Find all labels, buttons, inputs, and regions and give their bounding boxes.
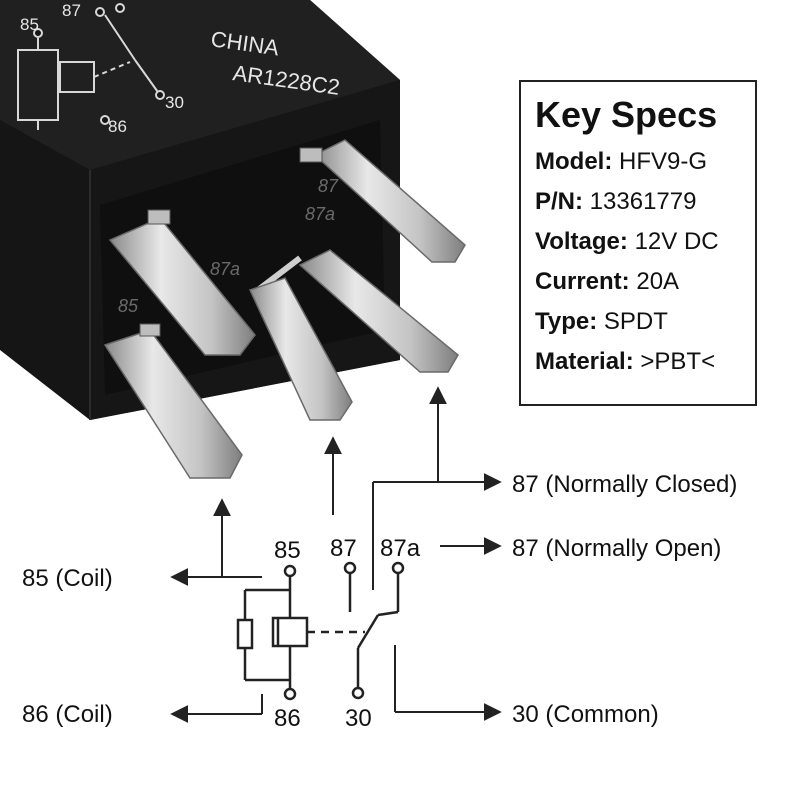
callout-normally-closed: 87 (Normally Closed) (512, 471, 737, 498)
callout-normally-open: 87 (Normally Open) (512, 535, 721, 562)
schematic-pin-87a: 87a (380, 535, 421, 562)
spec-label: P/N: (535, 188, 583, 215)
terminal-label-87: 87 (318, 176, 339, 196)
spec-label: Current: (535, 268, 630, 295)
schematic-pin-86: 86 (274, 705, 301, 732)
spec-label: Type: (535, 308, 598, 335)
callout-85-coil: 85 (Coil) (22, 565, 113, 592)
schematic-pin-85: 85 (274, 537, 301, 564)
terminal-85-coil (108, 209, 256, 356)
terminal-86-coil (103, 323, 243, 479)
housing-pin-87: 87 (62, 1, 81, 20)
spec-row-current: Current: 20A (535, 262, 755, 302)
spec-row-type: Type: SPDT (535, 302, 755, 342)
spec-value: 20A (636, 268, 680, 295)
key-specs-title: Key Specs (535, 94, 718, 135)
callout-arrows (170, 386, 502, 723)
terminal-87-normally-closed (299, 139, 466, 263)
spec-value: >PBT< (640, 348, 716, 375)
spec-label: Model: (535, 148, 613, 175)
spec-value: 12V DC (634, 228, 719, 255)
spec-row-material: Material: >PBT< (535, 342, 755, 382)
relay-housing: 85 87 86 30 CHINA AR1228C2 87 87a 87a 85 (0, 0, 400, 420)
spec-value: 13361779 (589, 188, 697, 215)
spec-label: Material: (535, 348, 634, 375)
spec-label: Voltage: (535, 228, 628, 255)
spec-row-part-number: P/N: 13361779 (535, 182, 755, 222)
terminal-label-85: 85 (118, 296, 139, 316)
schematic-pin-87: 87 (330, 535, 357, 562)
housing-pin-85: 85 (20, 15, 39, 34)
schematic-pin-30: 30 (345, 705, 372, 732)
terminal-30-common (248, 277, 353, 421)
relay-schematic (236, 561, 405, 701)
housing-pin-86: 86 (108, 117, 127, 136)
housing-schematic (17, 3, 165, 130)
key-specs-panel: Key Specs Model: HFV9-G P/N: 13361779 Vo… (519, 80, 757, 406)
spec-row-model: Model: HFV9-G (535, 142, 755, 182)
terminal-label-87a-upper: 87a (305, 204, 335, 224)
spec-row-voltage: Voltage: 12V DC (535, 222, 755, 262)
callout-86-coil: 86 (Coil) (22, 701, 113, 728)
spec-value: SPDT (603, 308, 668, 335)
housing-pin-30: 30 (165, 93, 184, 112)
spec-value: HFV9-G (619, 148, 708, 175)
callout-common: 30 (Common) (512, 701, 659, 728)
terminal-label-87a-lower: 87a (210, 259, 240, 279)
